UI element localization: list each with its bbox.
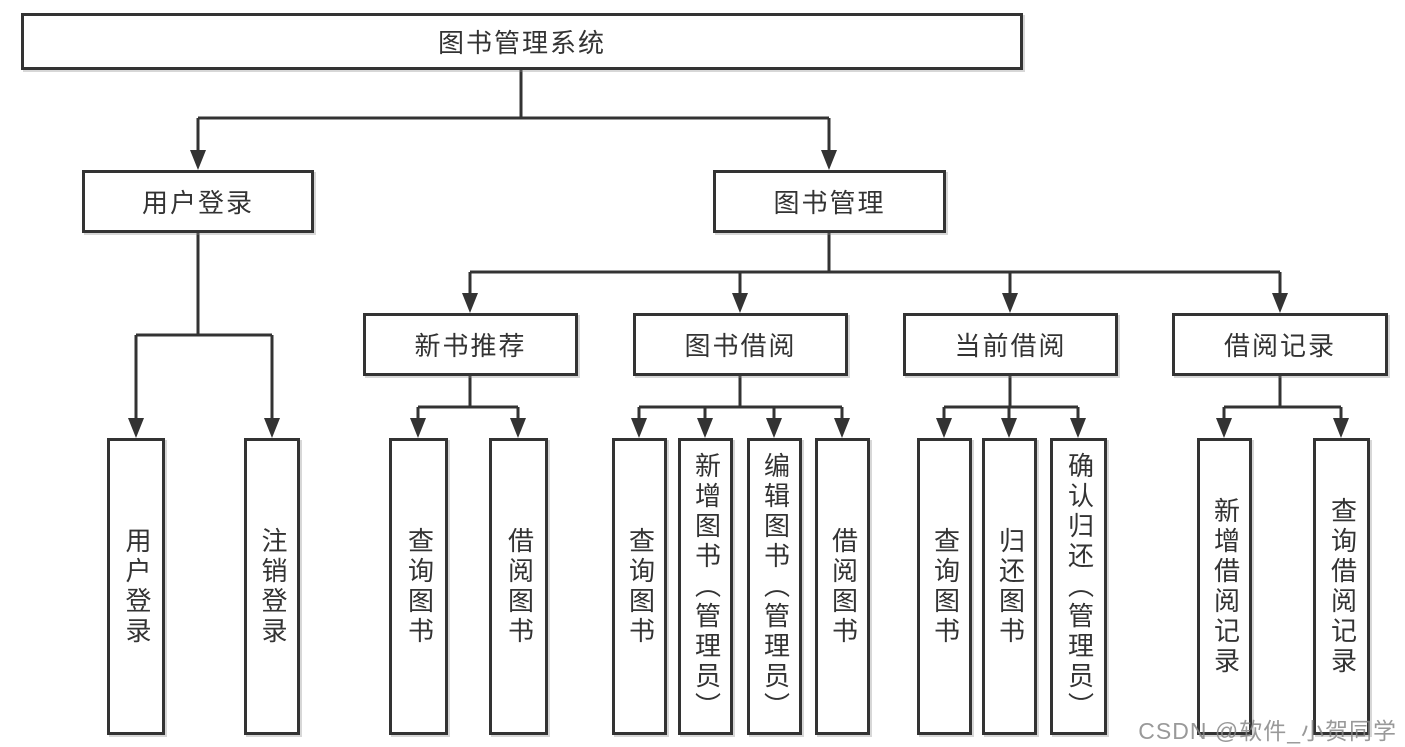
node-label: 注销登录 [257,526,288,647]
node-label: 用户登录 [141,188,254,218]
leaf-user-login: 用户登录 [107,438,165,735]
leaf-query-borrow-record: 查询借阅记录 [1313,438,1370,735]
node-label: 新增借阅记录 [1210,496,1241,677]
node-book-management: 图书管理 [713,170,946,233]
node-label: 归还图书 [995,526,1026,647]
leaf-return-books: 归还图书 [982,438,1037,735]
watermark: CSDN @软件_小贺同学 [1138,718,1397,744]
leaf-add-borrow-record: 新增借阅记录 [1197,438,1252,735]
node-book-borrowing: 图书借阅 [633,313,848,376]
leaf-logout: 注销登录 [244,438,300,735]
node-label: 编辑图书（管理员） [760,451,791,722]
node-new-book-recommendation: 新书推荐 [363,313,578,376]
node-label: 新增图书（管理员） [691,451,722,722]
node-label: 图书管理系统 [437,28,606,58]
leaf-query-books-current: 查询图书 [917,438,972,735]
node-borrowing-records: 借阅记录 [1172,313,1388,376]
leaf-borrow-books-recommend: 借阅图书 [489,438,548,735]
node-label: 借阅图书 [504,526,535,647]
node-current-borrowing: 当前借阅 [903,313,1118,376]
node-label: 查询图书 [404,526,435,647]
node-library-management-system: 图书管理系统 [21,13,1023,70]
node-label: 确认归还（管理员） [1064,451,1095,722]
leaf-query-books-borrowing: 查询图书 [612,438,667,735]
leaf-confirm-return-admin: 确认归还（管理员） [1050,438,1107,735]
node-label: 查询图书 [930,526,961,647]
node-label: 查询图书 [625,526,656,647]
node-label: 借阅图书 [828,526,859,647]
node-label: 用户登录 [121,526,152,647]
leaf-add-book-admin: 新增图书（管理员） [678,438,733,735]
arrowheads [128,150,1349,438]
leaf-edit-book-admin: 编辑图书（管理员） [747,438,802,735]
node-label: 新书推荐 [414,331,527,361]
node-label: 借阅记录 [1223,331,1336,361]
node-label: 查询借阅记录 [1327,496,1358,677]
leaf-query-books-recommend: 查询图书 [389,438,448,735]
node-user-login: 用户登录 [82,170,314,233]
leaf-borrow-books-borrowing: 借阅图书 [815,438,870,735]
node-label: 图书管理 [773,188,886,218]
node-label: 图书借阅 [684,331,797,361]
node-label: 当前借阅 [954,331,1067,361]
